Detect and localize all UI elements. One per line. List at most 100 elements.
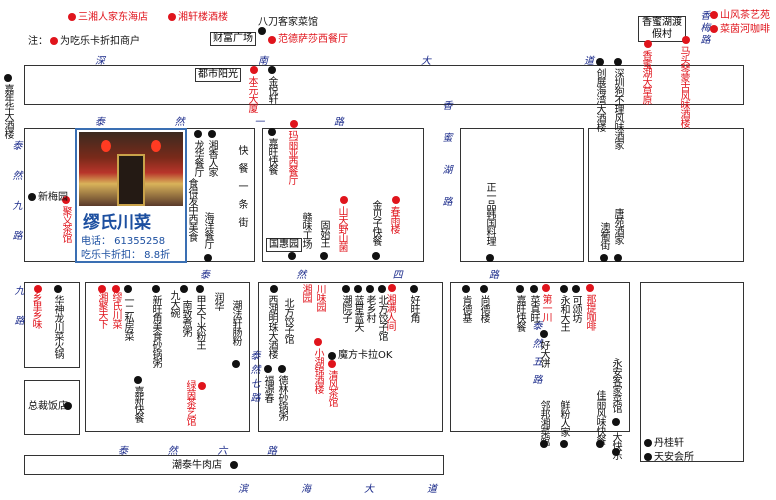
shop-dot-ganwei — [288, 252, 296, 260]
shop-dakuaile: 大快乐 — [610, 432, 621, 459]
road-shennan: 深南大道 — [95, 56, 595, 67]
shop-xihu: 西湖明珠大酒楼 — [266, 295, 277, 358]
shop-chaotai: 潮泰牛肉店 — [172, 460, 222, 471]
shop-dot-jiawang — [268, 128, 276, 136]
shop-dot-yier — [124, 285, 132, 293]
block-center-west — [185, 128, 255, 262]
shop-dangui: 丹桂轩 — [654, 438, 684, 449]
shop-haodabing: 好大饼 — [538, 340, 549, 367]
shop-dot-nati — [586, 284, 594, 292]
shop-xinmei: 新梅园 — [38, 192, 68, 203]
callout-name: 缪氏川菜 — [83, 213, 151, 233]
shop-dot-linbang — [540, 440, 548, 448]
shop-dot-xiangju — [98, 285, 106, 293]
shop-benyuan: 本元大厦 — [246, 76, 257, 112]
shop-dot-caizhen — [530, 285, 538, 293]
shop-dot-dakuaile — [612, 448, 620, 456]
shop-longhua: 龙华餐厅 — [192, 140, 203, 176]
shop-xiangju: 湘聚天下 — [96, 292, 107, 328]
shop-badao: 八刀客家菜馆 — [258, 17, 318, 28]
shop-caizhen: 菜真旺 — [528, 295, 539, 322]
shop-haowangjiao: 好旺角 — [408, 295, 419, 322]
shop-shidefa: 食得发中西美食 — [186, 178, 197, 241]
shop-dot-delin — [278, 365, 286, 373]
road-taiyun-6: 泰然六路 — [118, 446, 278, 457]
shop-jiatianxia: 甲天下米粉王 — [194, 295, 205, 349]
road-tairan-left: 泰然九路 — [10, 140, 21, 260]
shop-delin: 德林砂锅粥 — [276, 375, 287, 420]
shop-dot-xinmei — [28, 193, 36, 201]
shop-dot-xihu — [270, 285, 278, 293]
shop-dot-top-1 — [68, 13, 76, 21]
shop-dot-miaoshi — [112, 285, 120, 293]
shop-dot-chuangzhan — [596, 58, 604, 66]
shop-jiawang: 嘉旺快餐 — [266, 138, 277, 174]
shop-top-2: 湘轩楼酒楼 — [178, 12, 228, 23]
shop-daocaoyuan: 香蜜湖大草原 — [640, 50, 651, 104]
shop-dot-xiangli — [34, 285, 42, 293]
shop-dot-xinwangjiao — [152, 285, 160, 293]
featured-callout[interactable]: 缪氏川菜 电话： 61355258 吃乐卡折扣： 8.8折 — [75, 128, 187, 263]
road-bridge-left: 九路 — [12, 285, 23, 345]
shop-dot-yonghe — [560, 285, 568, 293]
shop-tangyuan: 唐苑酒家 — [612, 208, 623, 244]
shop-jiali: 佳丽风味快餐 — [594, 390, 605, 444]
shop-laoxiang: 老乡村 — [364, 295, 375, 322]
shop-dot-juyi — [62, 196, 70, 204]
block-lower-center-east — [450, 282, 630, 432]
shop-jinyue: 金悦轩 — [266, 76, 277, 103]
shop-dot-chaoyuan — [342, 285, 350, 293]
landmark-caifu: 财富广场 — [210, 32, 256, 46]
shop-fandesa: 范德萨莎西餐厅 — [278, 34, 348, 45]
shop-aopu: 澳葡街 — [598, 222, 609, 249]
shop-matouqin: 马头琴蒙古风味酒楼 — [678, 46, 689, 127]
shop-dot-lanxing — [354, 285, 362, 293]
shop-jiawang-2: 嘉旺快餐 — [514, 295, 525, 331]
shop-zhengyi: 正一品韩国料理 — [484, 182, 495, 245]
shop-ganwei: 赣味工场 — [300, 212, 311, 248]
shop-qingfeng: 清风茶馆 — [326, 370, 337, 406]
shop-jianianhua: 嘉年华大酒楼 — [2, 84, 13, 138]
shop-dot-lvyin — [198, 382, 206, 390]
shop-xiangxiang: 湘香人家 — [206, 140, 217, 176]
shop-nati: 那提咖啡 — [584, 294, 595, 330]
shop-miaoshi: 缪氏川菜 — [110, 292, 121, 328]
shop-kfc: 肯德基 — [460, 295, 471, 322]
shop-dot-zongcai — [64, 402, 72, 410]
lantern-icon — [101, 140, 111, 152]
shop-dot-longhua — [194, 130, 202, 138]
road-xiangmi: 香蜜湖路 — [440, 100, 451, 228]
shop-dot-badao — [258, 27, 266, 35]
shop-dot-benyuan — [250, 66, 258, 74]
shop-dot-matouqin — [682, 36, 690, 44]
shop-dot-kesong — [572, 285, 580, 293]
road-tairan-7: 泰然七路 — [248, 350, 259, 406]
shop-dot-jianianhua — [4, 74, 12, 82]
legend-dot — [50, 37, 58, 45]
shop-dot-jiawang-2 — [516, 285, 524, 293]
shop-caiyin: 菜茵河咖啡 — [720, 24, 770, 35]
legend-note: 注： — [28, 36, 48, 47]
road-kuaican: 快餐一条街 — [236, 145, 247, 235]
shop-lvyin: 绿茵茶艺馆 — [184, 380, 195, 425]
road-tairan-right: 泰然五路 — [530, 320, 541, 392]
road-xiangmi-top: 香梅路 — [698, 10, 709, 46]
shop-dot-zhengyi — [486, 254, 494, 262]
shop-dot-jinyue — [268, 66, 276, 74]
shop-dot-nanzhi — [180, 285, 188, 293]
shop-dot-jiatianxia — [196, 285, 204, 293]
shop-juyi: 聚义茶馆 — [60, 206, 71, 242]
shop-dot-chunyu — [392, 196, 400, 204]
shop-runhua: 润华 — [212, 292, 223, 310]
shop-gushi: 固始王 — [318, 220, 329, 247]
shop-dot-jiali — [596, 440, 604, 448]
shop-dot-beifang-2 — [378, 285, 386, 293]
shop-dot-shangde — [480, 285, 488, 293]
shop-chuanwei: 川味园 — [314, 284, 325, 311]
shop-chunyu: 春雨楼 — [388, 206, 399, 233]
shop-dot-laoxiang — [366, 285, 374, 293]
shop-dot-goubuli — [614, 58, 622, 66]
shop-dot-chaotai — [230, 461, 238, 469]
shop-xiangyuan: 湘园 — [300, 284, 311, 302]
shop-nanzhi: 南致煮粥 — [180, 300, 191, 336]
